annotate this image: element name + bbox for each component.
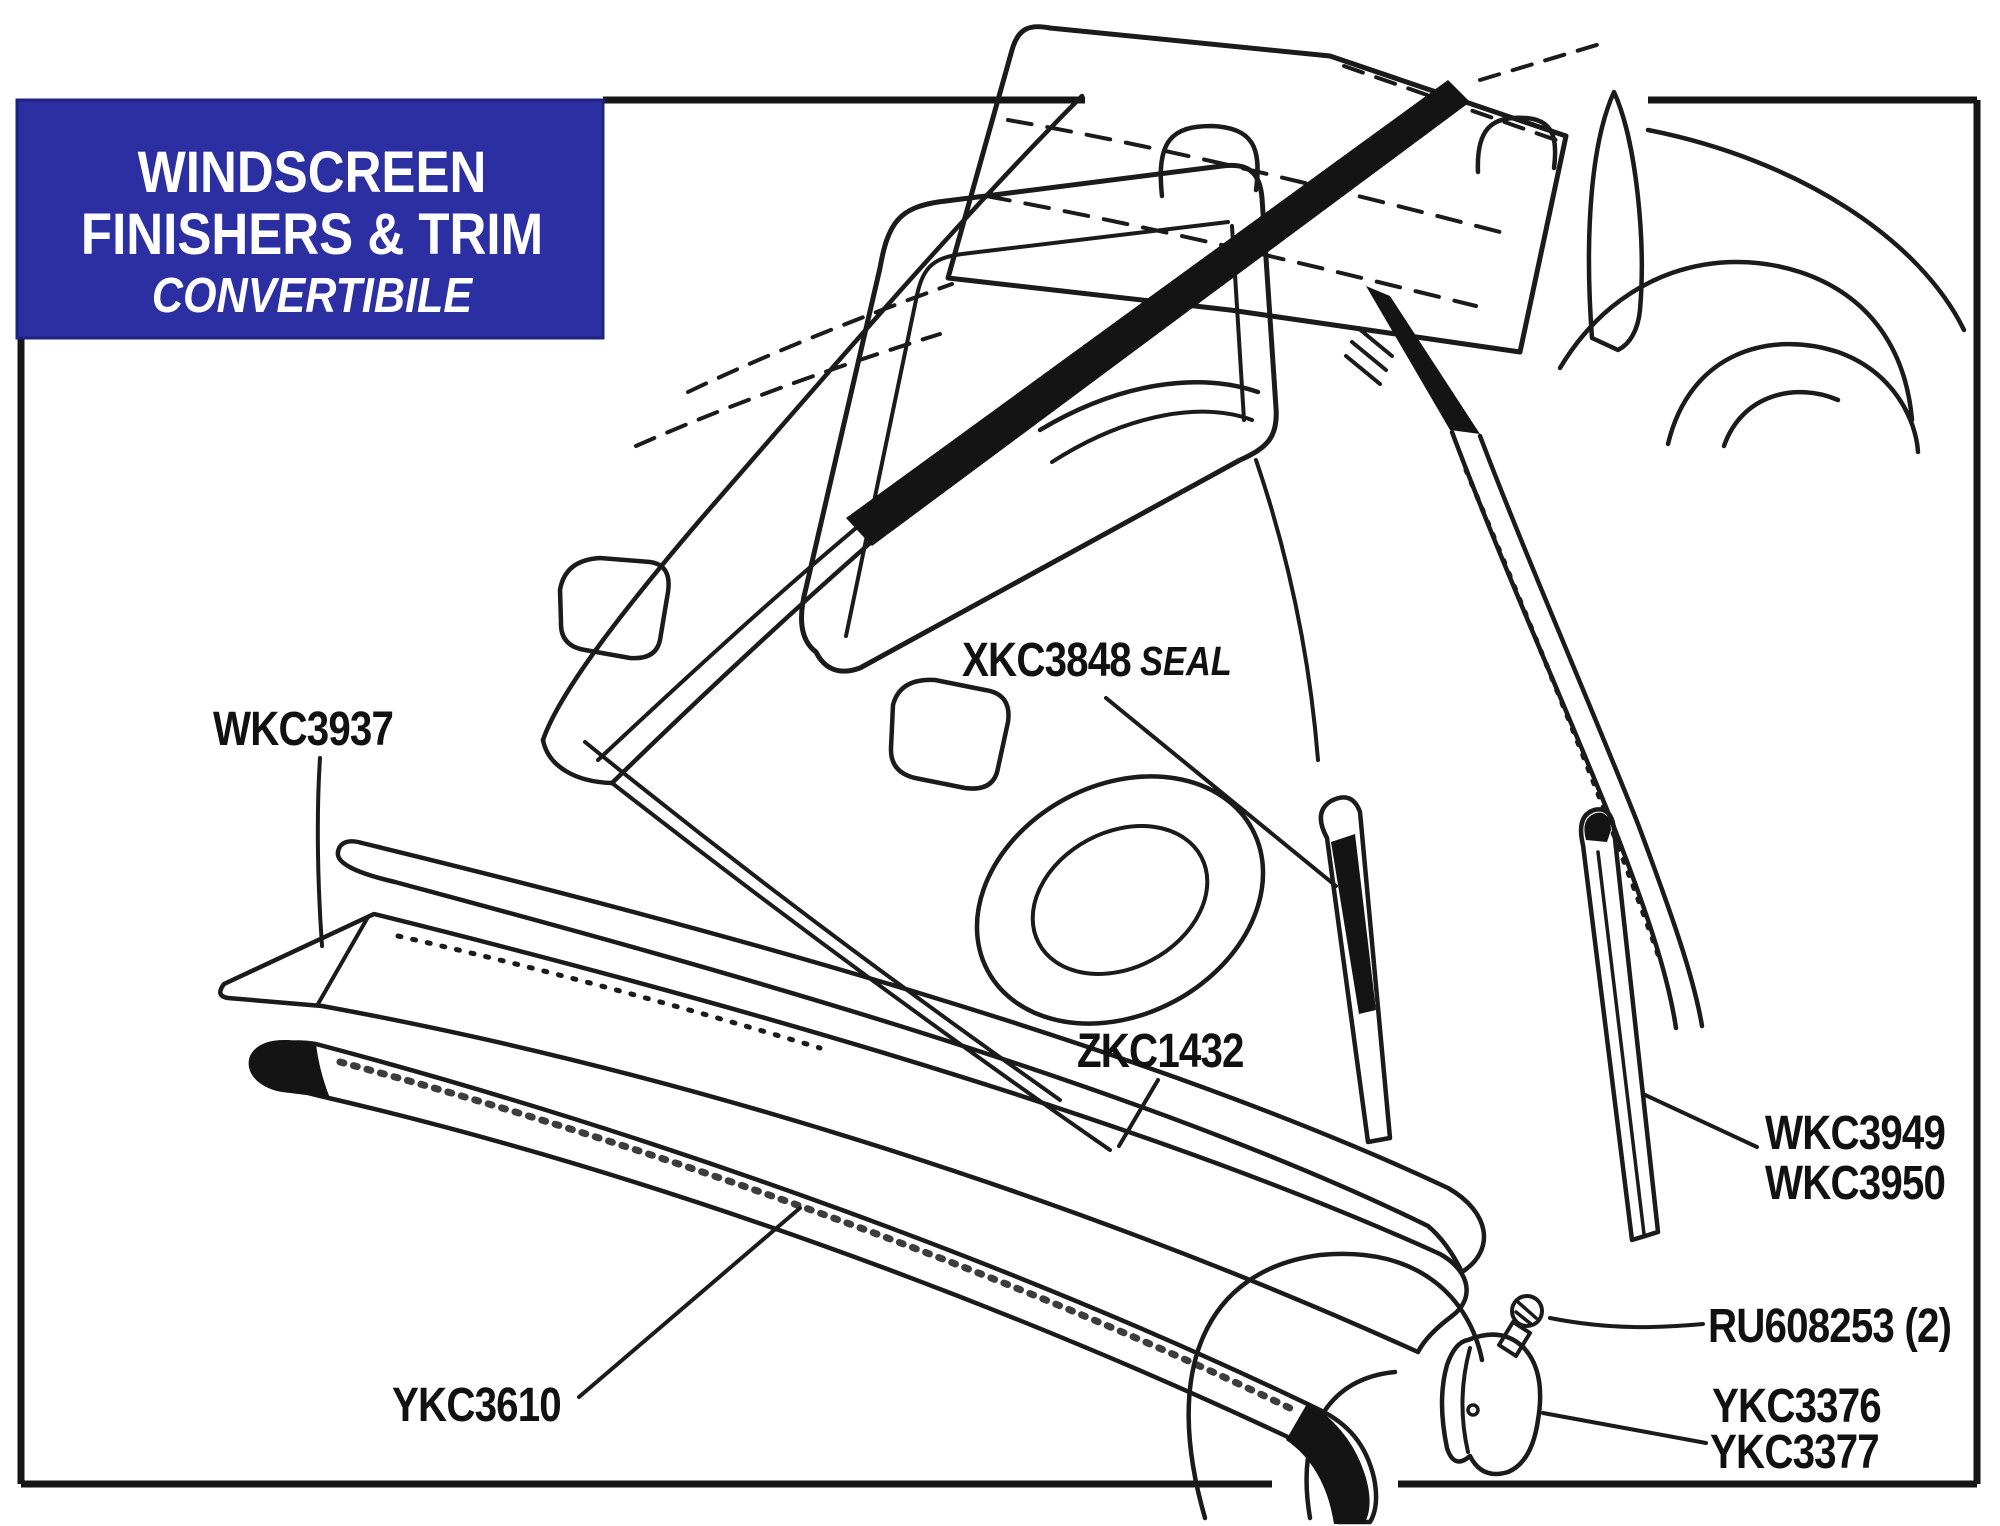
leader-ykc3610 (577, 1206, 802, 1399)
leader-ykc3376 (1541, 1411, 1708, 1445)
label-ykc3377: YKC3377 (1710, 1426, 1879, 1479)
title-block: WINDSCREEN FINISHERS & TRIM CONVERTIBILE (15, 98, 605, 340)
wkc3949-top-cap (1584, 812, 1611, 842)
leader-wkc3949 (1641, 1092, 1759, 1149)
label-zkc1432: ZKC1432 (1077, 1025, 1244, 1078)
part-wkc3949-pillar-finisher-drawing (1578, 807, 1661, 1243)
leader-xkc3848 (1104, 696, 1338, 888)
label-wkc3937: WKC3937 (213, 703, 393, 756)
part-ykc3376-cap-drawing (1439, 1332, 1543, 1477)
xkc3848-shading (1331, 834, 1376, 1014)
label-ru608253: RU608253 (2) (1708, 1300, 1951, 1353)
title-line-3: CONVERTIBILE (152, 267, 473, 322)
label-wkc3950: WKC3950 (1765, 1157, 1945, 1210)
part-wkc3937-header-finisher-drawing (335, 839, 1487, 1275)
title-line-1: WINDSCREEN (138, 140, 487, 205)
leader-lines (315, 696, 1759, 1445)
leader-zkc1432 (1117, 1078, 1160, 1148)
part-number-labels: WKC3937 XKC3848 SEAL ZKC1432 WKC3949 WKC… (213, 634, 1952, 1479)
title-block-background (15, 98, 605, 340)
ykc3610-end-cap-black (248, 1040, 330, 1098)
ykc3610-hook-black (1286, 1402, 1370, 1524)
part-ykc3610-surround-drawing (248, 1040, 1379, 1525)
label-ykc3610: YKC3610 (392, 1379, 561, 1432)
leader-ru608253 (1548, 1316, 1705, 1330)
label-wkc3949: WKC3949 (1765, 1107, 1945, 1160)
label-xkc3848-seal-note: SEAL (1140, 639, 1232, 684)
part-xkc3848-seal-drawing (1318, 795, 1393, 1145)
a-pillar-trim-highlight (846, 80, 1470, 546)
b-pillar-trim-highlight (1366, 286, 1480, 434)
label-xkc3848: XKC3848 (962, 634, 1131, 687)
label-ykc3376: YKC3376 (1712, 1380, 1881, 1433)
part-zkc1432-top-rail-drawing (218, 911, 1469, 1355)
leader-wkc3937 (315, 756, 324, 948)
title-line-2: FINISHERS & TRIM (81, 202, 543, 267)
convertible-car-drawing (540, 24, 1967, 1521)
